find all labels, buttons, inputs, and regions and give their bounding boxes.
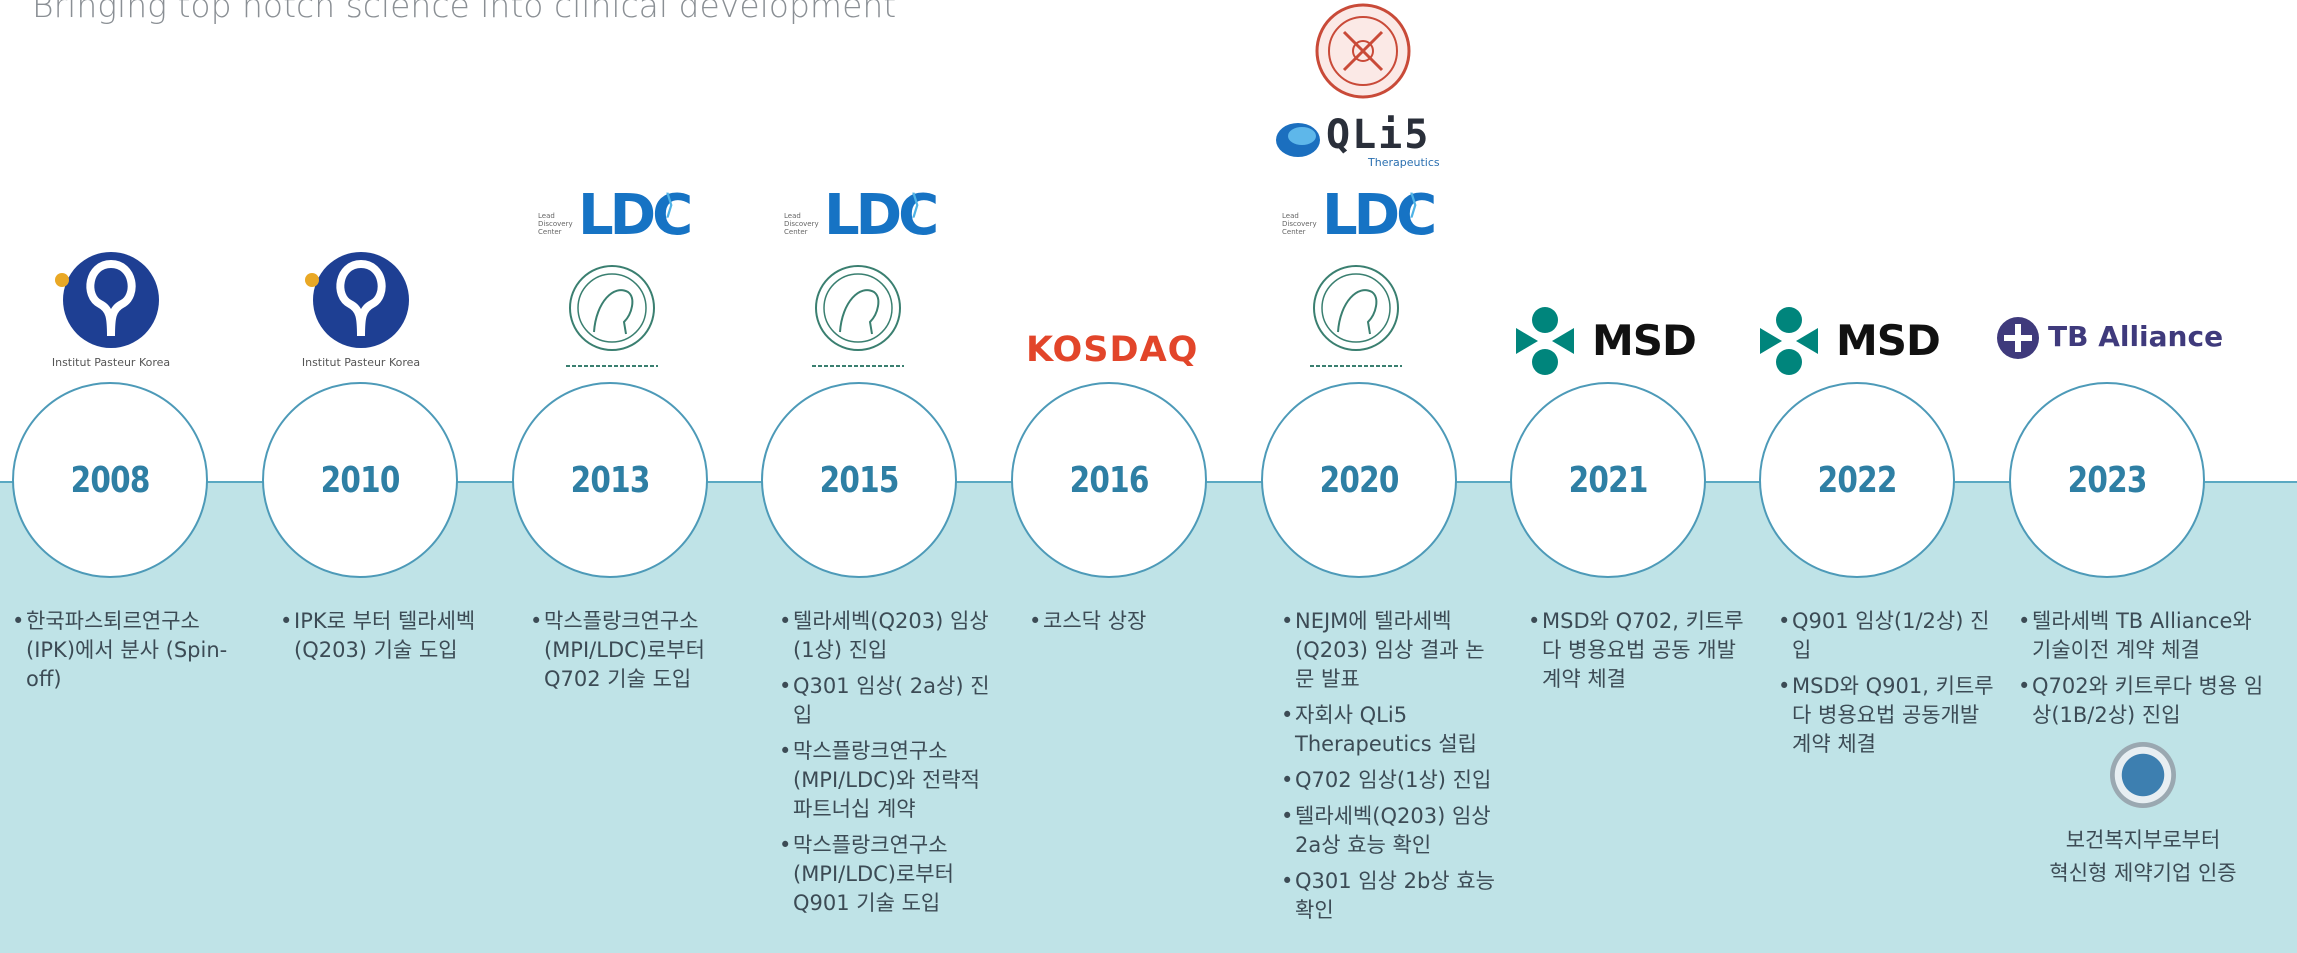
- year-circle-2013: 2013: [512, 382, 708, 578]
- milestone-item: 텔라세벡(Q203) 임상 2a상 효능 확인: [1281, 802, 1499, 860]
- qli5-subtext: Therapeutics: [1368, 156, 1440, 169]
- milestone-item: Q702와 키트루다 병용 임상(1B/2상) 진입: [2018, 672, 2268, 730]
- year-circle-2008: 2008: [12, 382, 208, 578]
- milestones-2022: Q901 임상(1/2상) 진입 MSD와 Q901, 키트루다 병용요법 공동…: [1778, 607, 1996, 766]
- milestone-item: Q702 임상(1상) 진입: [1281, 766, 1499, 795]
- year-circle-2021: 2021: [1510, 382, 1706, 578]
- ldc-logo-2020: Lead Discovery Center LDC ⟩: [1282, 186, 1442, 246]
- milestones-2023: 텔라세벡 TB Alliance와 기술이전 계약 체결 Q702와 키트루다 …: [2018, 607, 2268, 890]
- ldc-text-2015: LDC: [824, 183, 939, 248]
- year-label: 2020: [1319, 459, 1400, 501]
- qli5-mark-icon: [1276, 123, 1320, 157]
- year-label: 2021: [1568, 459, 1649, 501]
- milestones-2015: 텔라세벡(Q203) 임상(1상) 진입 Q301 임상( 2a상) 진입 막스…: [779, 607, 997, 925]
- year-label: 2008: [70, 459, 151, 501]
- milestones-2021: MSD와 Q702, 키트루다 병용요법 공동 개발계약 체결: [1528, 607, 1746, 701]
- milestone-item: MSD와 Q702, 키트루다 병용요법 공동 개발계약 체결: [1528, 607, 1746, 694]
- year-label: 2013: [570, 459, 651, 501]
- year-circle-2016: 2016: [1011, 382, 1207, 578]
- mpi-seal-2015: [812, 262, 904, 374]
- year-label: 2016: [1069, 459, 1150, 501]
- qli5-text: QLi5: [1326, 112, 1431, 158]
- msd-logo-2022: MSD: [1754, 306, 1944, 376]
- year-label: 2022: [1817, 459, 1898, 501]
- certification-note-line1: 보건복지부로부터: [2065, 828, 2221, 852]
- msd-mark-icon: [1516, 307, 1574, 375]
- milestones-2016: 코스닥 상장: [1029, 607, 1247, 643]
- kosdaq-logo: KOSDAQ: [1026, 330, 1206, 374]
- milestone-item: 코스닥 상장: [1029, 607, 1247, 636]
- ipk-caption-2008: Institut Pasteur Korea: [51, 356, 171, 369]
- msd-mark-icon: [1760, 307, 1818, 375]
- kosdaq-text: KOSDAQ: [1026, 330, 1199, 370]
- year-circle-2010: 2010: [262, 382, 458, 578]
- tb-alliance-text: TB Alliance: [2048, 320, 2224, 353]
- msd-text-2022: MSD: [1836, 316, 1941, 365]
- milestone-item: Q301 임상( 2a상) 진입: [779, 672, 997, 730]
- year-label: 2015: [819, 459, 900, 501]
- milestones-2020: NEJM에 텔라세벡 (Q203) 임상 결과 논문 발표 자회사 QLi5 T…: [1281, 607, 1499, 932]
- msd-logo-2021: MSD: [1510, 306, 1700, 376]
- ldc-small-2013: Lead Discovery Center: [538, 212, 573, 236]
- year-circle-2022: 2022: [1759, 382, 1955, 578]
- mpi-seal-2013: [566, 262, 658, 374]
- milestone-item: Q301 임상 2b상 효능 확인: [1281, 867, 1499, 925]
- milestone-item: 막스플랑크연구소 (MPI/LDC)로부터 Q702 기술 도입: [530, 607, 748, 694]
- milestones-2008: 한국파스퇴르연구소 (IPK)에서 분사 (Spin-off): [12, 607, 248, 701]
- year-label: 2023: [2067, 459, 2148, 501]
- milestone-item: MSD와 Q901, 키트루다 병용요법 공동개발계약 체결: [1778, 672, 1996, 759]
- year-label: 2010: [320, 459, 401, 501]
- innovative-pharma-badge-icon: [2110, 742, 2176, 808]
- year-circle-2020: 2020: [1261, 382, 1457, 578]
- milestone-item: Q901 임상(1/2상) 진입: [1778, 607, 1996, 665]
- mpi-seal-2020: [1310, 262, 1402, 374]
- ldc-swoosh-2020: ⟩: [1408, 188, 1419, 221]
- tb-alliance-logo: TB Alliance: [1996, 314, 2226, 364]
- milestone-item: NEJM에 텔라세벡 (Q203) 임상 결과 논문 발표: [1281, 607, 1499, 694]
- ldc-logo-2015: Lead Discovery Center LDC ⟩: [784, 186, 944, 246]
- ldc-text-2020: LDC: [1322, 183, 1437, 248]
- milestone-item: 막스플랑크연구소 (MPI/LDC)와 전략적 파트너십 계약: [779, 737, 997, 824]
- msd-text-2021: MSD: [1592, 316, 1697, 365]
- ldc-swoosh-2015: ⟩: [910, 188, 921, 221]
- milestone-item: 막스플랑크연구소 (MPI/LDC)로부터 Q901 기술 도입: [779, 831, 997, 918]
- ipk-logo-2010: Institut Pasteur Korea: [290, 252, 432, 369]
- ipk-caption-2010: Institut Pasteur Korea: [301, 356, 421, 369]
- ldc-logo-2013: Lead Discovery Center LDC ⟩: [538, 186, 698, 246]
- milestone-item: 자회사 QLi5 Therapeutics 설립: [1281, 701, 1499, 759]
- ldc-swoosh-2013: ⟩: [664, 188, 675, 221]
- milestones-2010: IPK로 부터 텔라세벡 (Q203) 기술 도입: [280, 607, 506, 672]
- ipk-logo-2008: Institut Pasteur Korea: [40, 252, 182, 369]
- nejm-seal-icon: [1314, 2, 1412, 100]
- year-circle-2023: 2023: [2009, 382, 2205, 578]
- milestone-item: 한국파스퇴르연구소 (IPK)에서 분사 (Spin-off): [12, 607, 248, 694]
- ldc-text-2013: LDC: [578, 183, 693, 248]
- milestone-item: 텔라세벡 TB Alliance와 기술이전 계약 체결: [2018, 607, 2268, 665]
- milestones-2013: 막스플랑크연구소 (MPI/LDC)로부터 Q702 기술 도입: [530, 607, 748, 701]
- tb-alliance-mark-icon: [1997, 317, 2039, 359]
- milestone-item: 텔라세벡(Q203) 임상(1상) 진입: [779, 607, 997, 665]
- ldc-small-2020: Lead Discovery Center: [1282, 212, 1317, 236]
- year-circle-2015: 2015: [761, 382, 957, 578]
- qli5-logo: QLi5 Therapeutics: [1272, 112, 1452, 172]
- milestone-item: IPK로 부터 텔라세벡 (Q203) 기술 도입: [280, 607, 506, 665]
- page-subtitle: Bringing top notch science into clinical…: [32, 0, 897, 25]
- certification-note-line2: 혁신형 제약기업 인증: [2049, 861, 2237, 885]
- ldc-small-2015: Lead Discovery Center: [784, 212, 819, 236]
